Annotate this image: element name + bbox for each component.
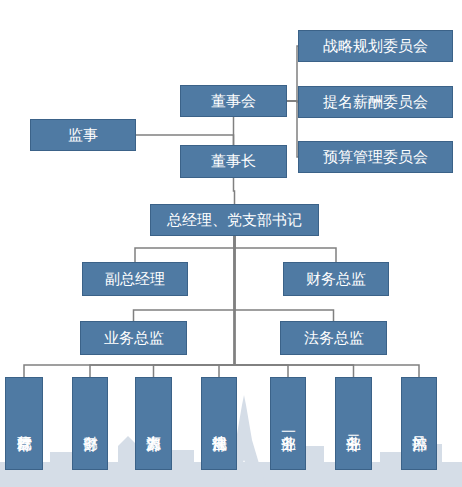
box-label: 预算管理委员会 bbox=[323, 149, 428, 166]
box-label: 总经理、党支部书记 bbox=[167, 212, 302, 229]
connector-line bbox=[219, 236, 235, 377]
connector-line bbox=[287, 101, 298, 157]
committee-box: 战略规划委员会 bbox=[298, 30, 453, 62]
manager-box: 总经理、党支部书记 bbox=[150, 204, 319, 236]
executive-box: 财务总监 bbox=[283, 262, 389, 296]
box-label: 副总经理 bbox=[105, 271, 165, 288]
connector-line bbox=[235, 236, 289, 377]
department-box: 行政党群部 bbox=[5, 377, 43, 470]
executive-box: 副总经理 bbox=[82, 262, 188, 296]
connector-line bbox=[235, 236, 420, 377]
connector-line bbox=[235, 236, 337, 262]
box-label: 法务总监 bbox=[304, 330, 364, 347]
connector-line bbox=[287, 46, 298, 101]
connector-line bbox=[235, 236, 354, 377]
executive-box: 法务总监 bbox=[280, 321, 387, 355]
connector-line bbox=[24, 236, 235, 377]
connector-line bbox=[90, 236, 235, 377]
box-label: 财务总监 bbox=[306, 271, 366, 288]
box-label: 战略规划委员会 bbox=[323, 38, 428, 55]
committee-box: 预算管理委员会 bbox=[298, 141, 453, 173]
department-box: 业务二部 bbox=[335, 377, 372, 470]
executive-box: 业务总监 bbox=[80, 321, 187, 355]
supervisor-box: 监事 bbox=[30, 119, 136, 151]
department-box: 业务一部 bbox=[270, 377, 306, 470]
connector-line bbox=[135, 236, 235, 262]
department-box: 风控部 bbox=[401, 377, 437, 470]
department-box: 财务部 bbox=[72, 377, 108, 470]
board-box: 董事会 bbox=[180, 85, 287, 117]
box-label: 监事 bbox=[68, 127, 98, 144]
chairman-box: 董事长 bbox=[180, 145, 287, 178]
committee-box: 提名薪酬委员会 bbox=[298, 86, 453, 118]
connector-line bbox=[154, 236, 235, 377]
box-label: 业务总监 bbox=[104, 330, 164, 347]
department-box: 人力资源部 bbox=[135, 377, 172, 470]
department-box: 法律合规部 bbox=[201, 377, 237, 470]
connector-line bbox=[136, 135, 234, 145]
connector-line bbox=[234, 178, 235, 204]
box-label: 董事长 bbox=[211, 153, 256, 170]
connector-line bbox=[233, 117, 235, 145]
box-label: 提名薪酬委员会 bbox=[323, 94, 428, 111]
box-label: 董事会 bbox=[211, 93, 256, 110]
